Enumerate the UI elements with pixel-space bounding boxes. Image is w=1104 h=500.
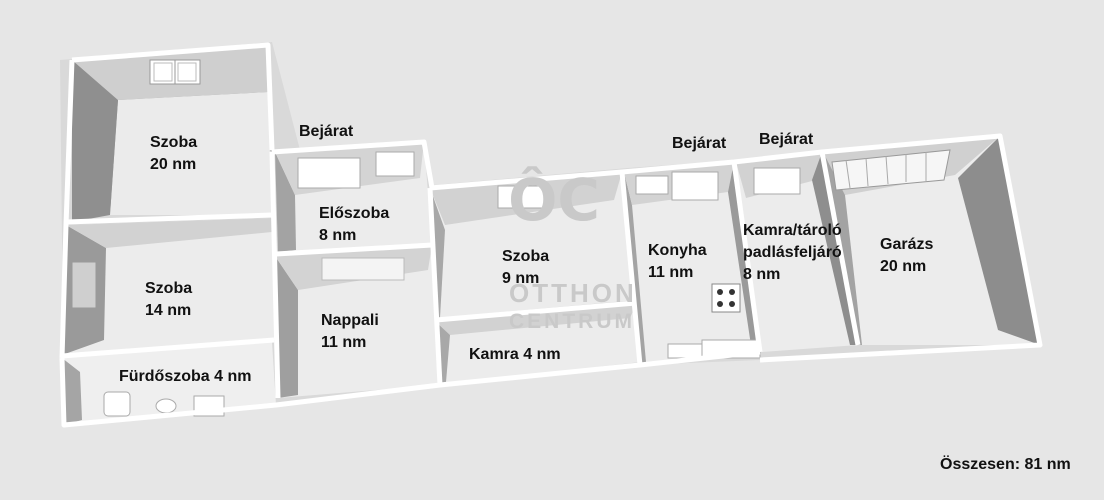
room-label-kamra: Kamra 4 nm	[469, 346, 561, 363]
watermark-logo: ÔC	[508, 168, 600, 232]
room-nappali	[275, 245, 438, 398]
room-szoba-14	[62, 218, 275, 355]
wall-outline	[59, 42, 1043, 428]
watermark-monogram: ÔC	[508, 166, 600, 234]
stove-icon	[711, 283, 741, 313]
room-furdoszoba	[62, 342, 276, 425]
watermark-otthon: OTTHON	[509, 278, 637, 308]
watermark-centrum: CENTRUM	[509, 310, 635, 333]
entrance-label: Bejárat	[759, 131, 814, 148]
total-area: Összesen: 81 nm	[940, 456, 1071, 473]
room-eloszoba	[275, 142, 432, 252]
room-label-furdoszoba: Fürdőszoba 4 nm	[119, 368, 252, 385]
garage-door-icon	[831, 149, 951, 191]
skylight-icon	[149, 59, 201, 85]
entrance-label: Bejárat	[299, 123, 354, 140]
entrance-label: Bejárat	[672, 135, 727, 152]
